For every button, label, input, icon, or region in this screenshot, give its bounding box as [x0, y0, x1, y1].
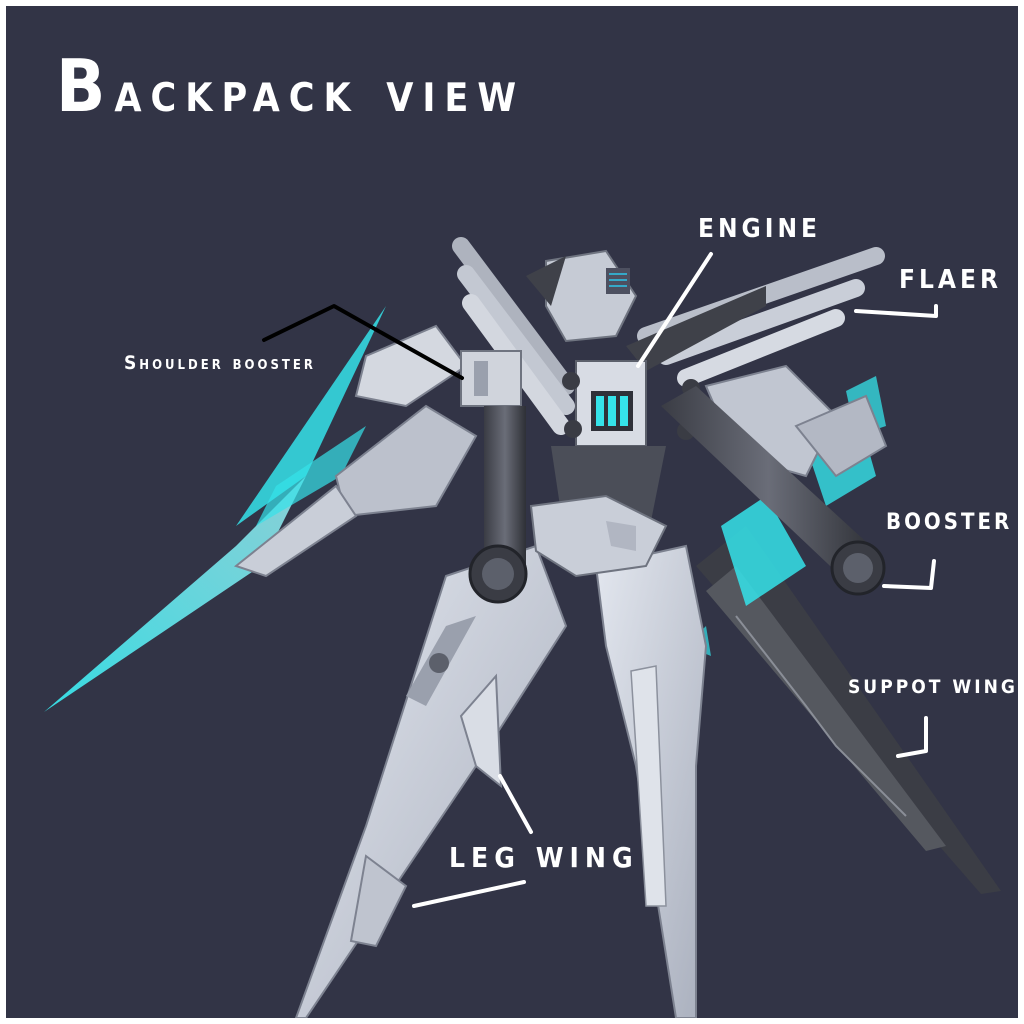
left-energy-wing: [44, 306, 386, 712]
leg-wing-callout: [412, 880, 526, 908]
booster-label: BOOSTER: [886, 510, 1013, 535]
suppot-wing-label: SUPPOT WING: [848, 676, 1018, 698]
flaer-label: FLAER: [899, 265, 1002, 295]
left-leg: [294, 544, 568, 1018]
leg-wing: [349, 673, 503, 948]
callout-lines: [262, 252, 938, 908]
mecha-backpack-illustration: [44, 237, 1001, 1018]
left-booster-cylinder: [468, 406, 528, 604]
shoulder-booster-callout: [262, 304, 464, 380]
leg-wing-callout-2: [498, 774, 533, 834]
flaer-tubes: [626, 247, 885, 387]
head-unit: [526, 249, 638, 343]
booster-callout: [882, 559, 936, 590]
shoulder-booster: [460, 350, 522, 407]
page-title: Backpack view: [56, 44, 526, 128]
right-leg: [594, 544, 708, 1018]
waist: [529, 494, 668, 578]
booster: [661, 386, 886, 596]
shoulder-booster-label: Shoulder booster: [124, 352, 316, 374]
engine-label: ENGINE: [698, 214, 822, 244]
support-wing: [696, 526, 1001, 894]
leg-wing-label: LEG WING: [449, 841, 639, 874]
engine-callout: [636, 252, 713, 368]
left-arm: [233, 324, 478, 578]
suppot-wing-callout: [896, 716, 928, 758]
illustration-frame: Backpack view ENGINE FLAER Shoulder boos…: [6, 6, 1018, 1018]
flaer-callout: [854, 304, 938, 318]
